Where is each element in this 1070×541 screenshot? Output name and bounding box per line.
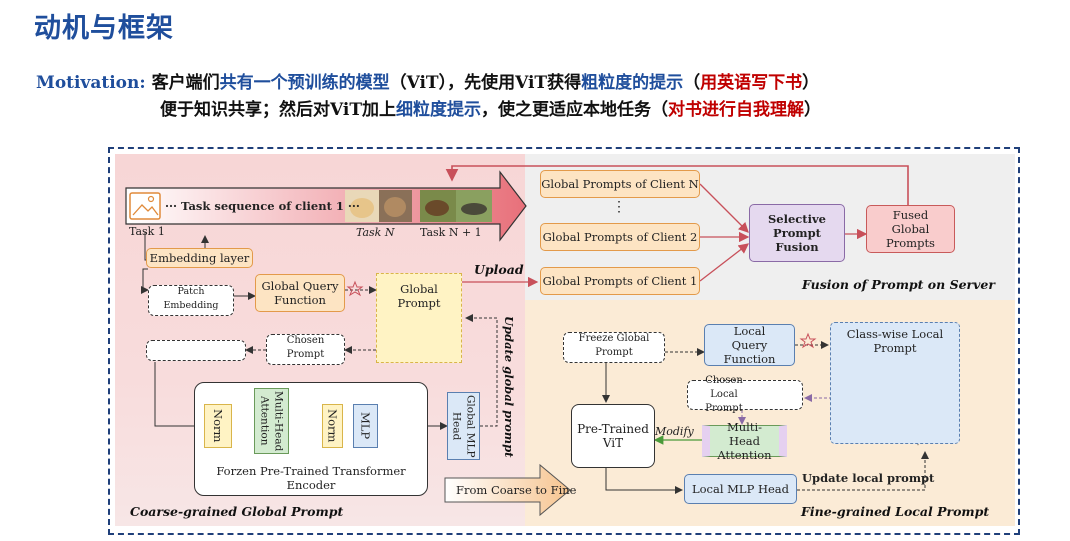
motivation-segment: 对书进行自我理解 [668,100,804,120]
encoder-box: Forzen Pre-Trained Transformer Encoder [194,382,428,496]
motivation-segment: 细粒度提示 [396,100,481,120]
upload-label: Upload [474,262,524,277]
local-mlp-head-box: Local MLP Head [684,474,797,504]
combined-token-box [146,340,246,361]
norm-box-1: Norm [204,404,232,448]
global-mlp-head-box: Global MLP Head [447,392,480,460]
freeze-global-box: Freeze Global Prompt [563,332,665,363]
chosen-prompt-box: Chosen Prompt [266,334,345,365]
chosen-local-box: Chosen Local Prompt [687,375,803,414]
patch-embedding-box: Patch Embedding [148,285,234,316]
mha-box: Multi-Head Attention [254,388,289,454]
fused-global-box: Fused Global Prompts [866,205,955,253]
motivation-segment: 客户端们 [151,73,220,93]
motivation-line1-content: 客户端们共有一个预训练的模型（ViT），先使用ViT获得粗粒度的提示（用英语写下… [152,73,820,93]
classwise-local-box: Class-wise Local Prompt [830,322,960,444]
motivation-label: Motivation: [36,73,146,93]
norm-box-2: Norm [322,404,343,448]
coarse-label: Coarse-grained Global Prompt [130,504,344,519]
coarse-to-fine-arrow [444,463,571,517]
motivation-line-1: Motivation: 客户端们共有一个预训练的模型（ViT），先使用ViT获得… [36,70,821,97]
diagram-frame [108,147,1020,535]
update-global-prompt-label: Update global prompt [502,316,516,458]
fusion-label: Fusion of Prompt on Server [802,277,995,292]
motivation-line-2: 便于知识共享；然后对ViT加上细粒度提示，使之更适应本地任务（对书进行自我理解） [36,97,821,124]
selective-fusion-box: Selective Prompt Fusion [749,204,845,262]
pretrained-vit-box: Pre-Trained ViT [571,404,655,468]
task-n1-label: Task N + 1 [420,226,482,239]
gp-dots: ⋮ [612,199,626,215]
mlp-box: MLP [353,404,378,448]
motivation-segment: ） [802,73,820,93]
task-1-label: Task 1 [129,225,165,238]
motivation-segment: 粗粒度的提示 [581,73,684,93]
gp-client-n-box: Global Prompts of Client N [540,170,700,198]
motivation-segment: 便于知识共享；然后对ViT加上 [160,100,396,120]
fine-label: Fine-grained Local Prompt [801,504,990,519]
global-query-function-box: Global Query Function [255,274,345,312]
motivation-segment: （ViT），先使用ViT获得 [389,73,582,93]
modify-label: Modify [655,425,694,438]
motivation-segment: ） [804,100,821,120]
global-prompt-box: Global Prompt [376,273,462,363]
local-query-function-box: Local Query Function [704,324,795,366]
task-sequence-arrow [125,170,527,242]
page-title: 动机与框架 [34,13,174,44]
task-sequence-label: ··· Task sequence of client 1 ··· [165,199,360,213]
gp-client-1-box: Global Prompts of Client 1 [540,267,700,295]
embedding-layer-box: Embedding layer [146,248,253,268]
chosen-local-label: Chosen Local Prompt [705,375,743,414]
update-local-label: Update local prompt [802,471,935,485]
local-mha-box: Multi-Head Attention [702,420,787,462]
motivation-line2-content: 便于知识共享；然后对ViT加上细粒度提示，使之更适应本地任务（对书进行自我理解） [160,100,821,120]
motivation-segment: （ [683,73,701,93]
motivation-segment: ，使之更适应本地任务（ [481,100,668,120]
gp-client-2-box: Global Prompts of Client 2 [540,223,700,251]
motivation-text: Motivation: 客户端们共有一个预训练的模型（ViT），先使用ViT获得… [36,70,821,124]
motivation-segment: 用英语写下书 [700,73,803,93]
motivation-segment: 共有一个预训练的模型 [219,73,390,93]
task-n-label: Task N [356,226,395,239]
coarse-to-fine-label: From Coarse to Fine [456,483,577,497]
